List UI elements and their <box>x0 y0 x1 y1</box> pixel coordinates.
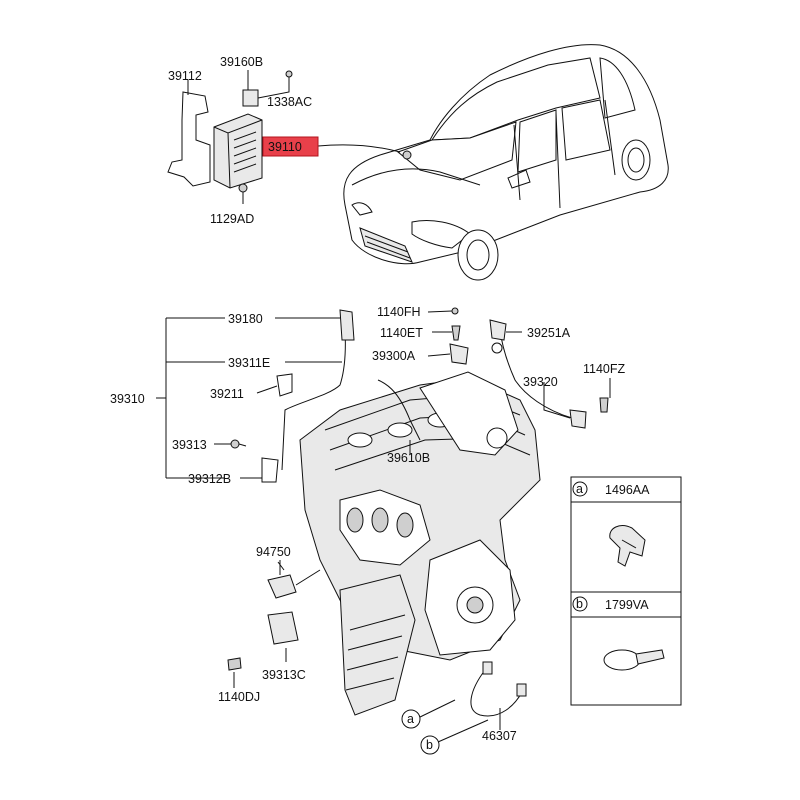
engine-sensors <box>227 307 609 717</box>
label-1338AC: 1338AC <box>267 95 312 109</box>
ecu-bracket-group <box>167 70 293 204</box>
sensor-94750 <box>267 574 297 599</box>
callout-b-letter: b <box>426 738 433 752</box>
cable-46307 <box>470 669 523 717</box>
sensor-39180 <box>339 309 355 341</box>
label-39312B: 39312B <box>188 472 231 486</box>
bolt-1140FZ <box>599 397 609 413</box>
label-39310: 39310 <box>110 392 145 406</box>
legend-b-letter: b <box>576 597 583 611</box>
callout-b-circle <box>420 735 440 755</box>
part-labels: 39112 39160B 1338AC 39110 1129AD 39180 3… <box>110 55 626 743</box>
bolt-39313 <box>230 439 240 449</box>
ecu-bracket-39112 <box>167 91 211 187</box>
bolt-1338AC <box>285 70 293 78</box>
label-39313C: 39313C <box>262 668 306 682</box>
clip-1496AA-icon <box>609 525 646 567</box>
ecu-module-39110 <box>213 113 263 189</box>
label-1140FH: 1140FH <box>377 305 421 319</box>
bolt-1140DJ <box>227 657 242 671</box>
label-39300A: 39300A <box>372 349 416 363</box>
label-39610B: 39610B <box>387 451 430 465</box>
engine-block-illustration <box>281 329 573 716</box>
legend-a-letter: a <box>576 482 583 496</box>
label-39112: 39112 <box>168 69 202 83</box>
label-39110: 39110 <box>268 140 302 154</box>
label-39251A: 39251A <box>527 326 571 340</box>
label-39313: 39313 <box>172 438 207 452</box>
clip-39211 <box>276 373 293 397</box>
label-94750: 94750 <box>256 545 291 559</box>
label-46307: 46307 <box>482 729 517 743</box>
cable-tie-1799VA-icon <box>603 649 665 671</box>
legend-a-part: 1496AA <box>605 483 650 497</box>
bolt-1129AD <box>238 183 248 193</box>
callout-markers: a b <box>401 709 440 755</box>
sensor-39251A <box>489 319 507 341</box>
label-1129AD: 1129AD <box>210 212 254 226</box>
label-1140ET: 1140ET <box>380 326 423 340</box>
connector-39160B <box>242 89 259 107</box>
label-39211: 39211 <box>210 387 244 401</box>
label-39320: 39320 <box>523 375 558 389</box>
bracket-39312B <box>261 457 279 483</box>
callout-a-circle <box>401 709 421 729</box>
label-39180: 39180 <box>228 312 263 326</box>
label-39110-highlight <box>262 136 319 157</box>
bolt-1140FH <box>451 307 459 315</box>
label-39160B: 39160B <box>220 55 263 69</box>
sensor-39313C <box>267 611 299 645</box>
sensor-39320 <box>569 409 587 429</box>
leader-lines <box>156 310 611 743</box>
callout-a-letter: a <box>407 712 414 726</box>
label-1140FZ: 1140FZ <box>583 362 626 376</box>
legend-b-part: 1799VA <box>605 598 649 612</box>
sensor-39300A <box>449 343 469 365</box>
car-illustration <box>317 44 669 281</box>
label-39311E: 39311E <box>228 356 270 370</box>
legend-box: a 1496AA b 1799VA <box>570 476 682 706</box>
label-1140DJ: 1140DJ <box>218 690 260 704</box>
bolt-1140ET <box>451 325 461 341</box>
